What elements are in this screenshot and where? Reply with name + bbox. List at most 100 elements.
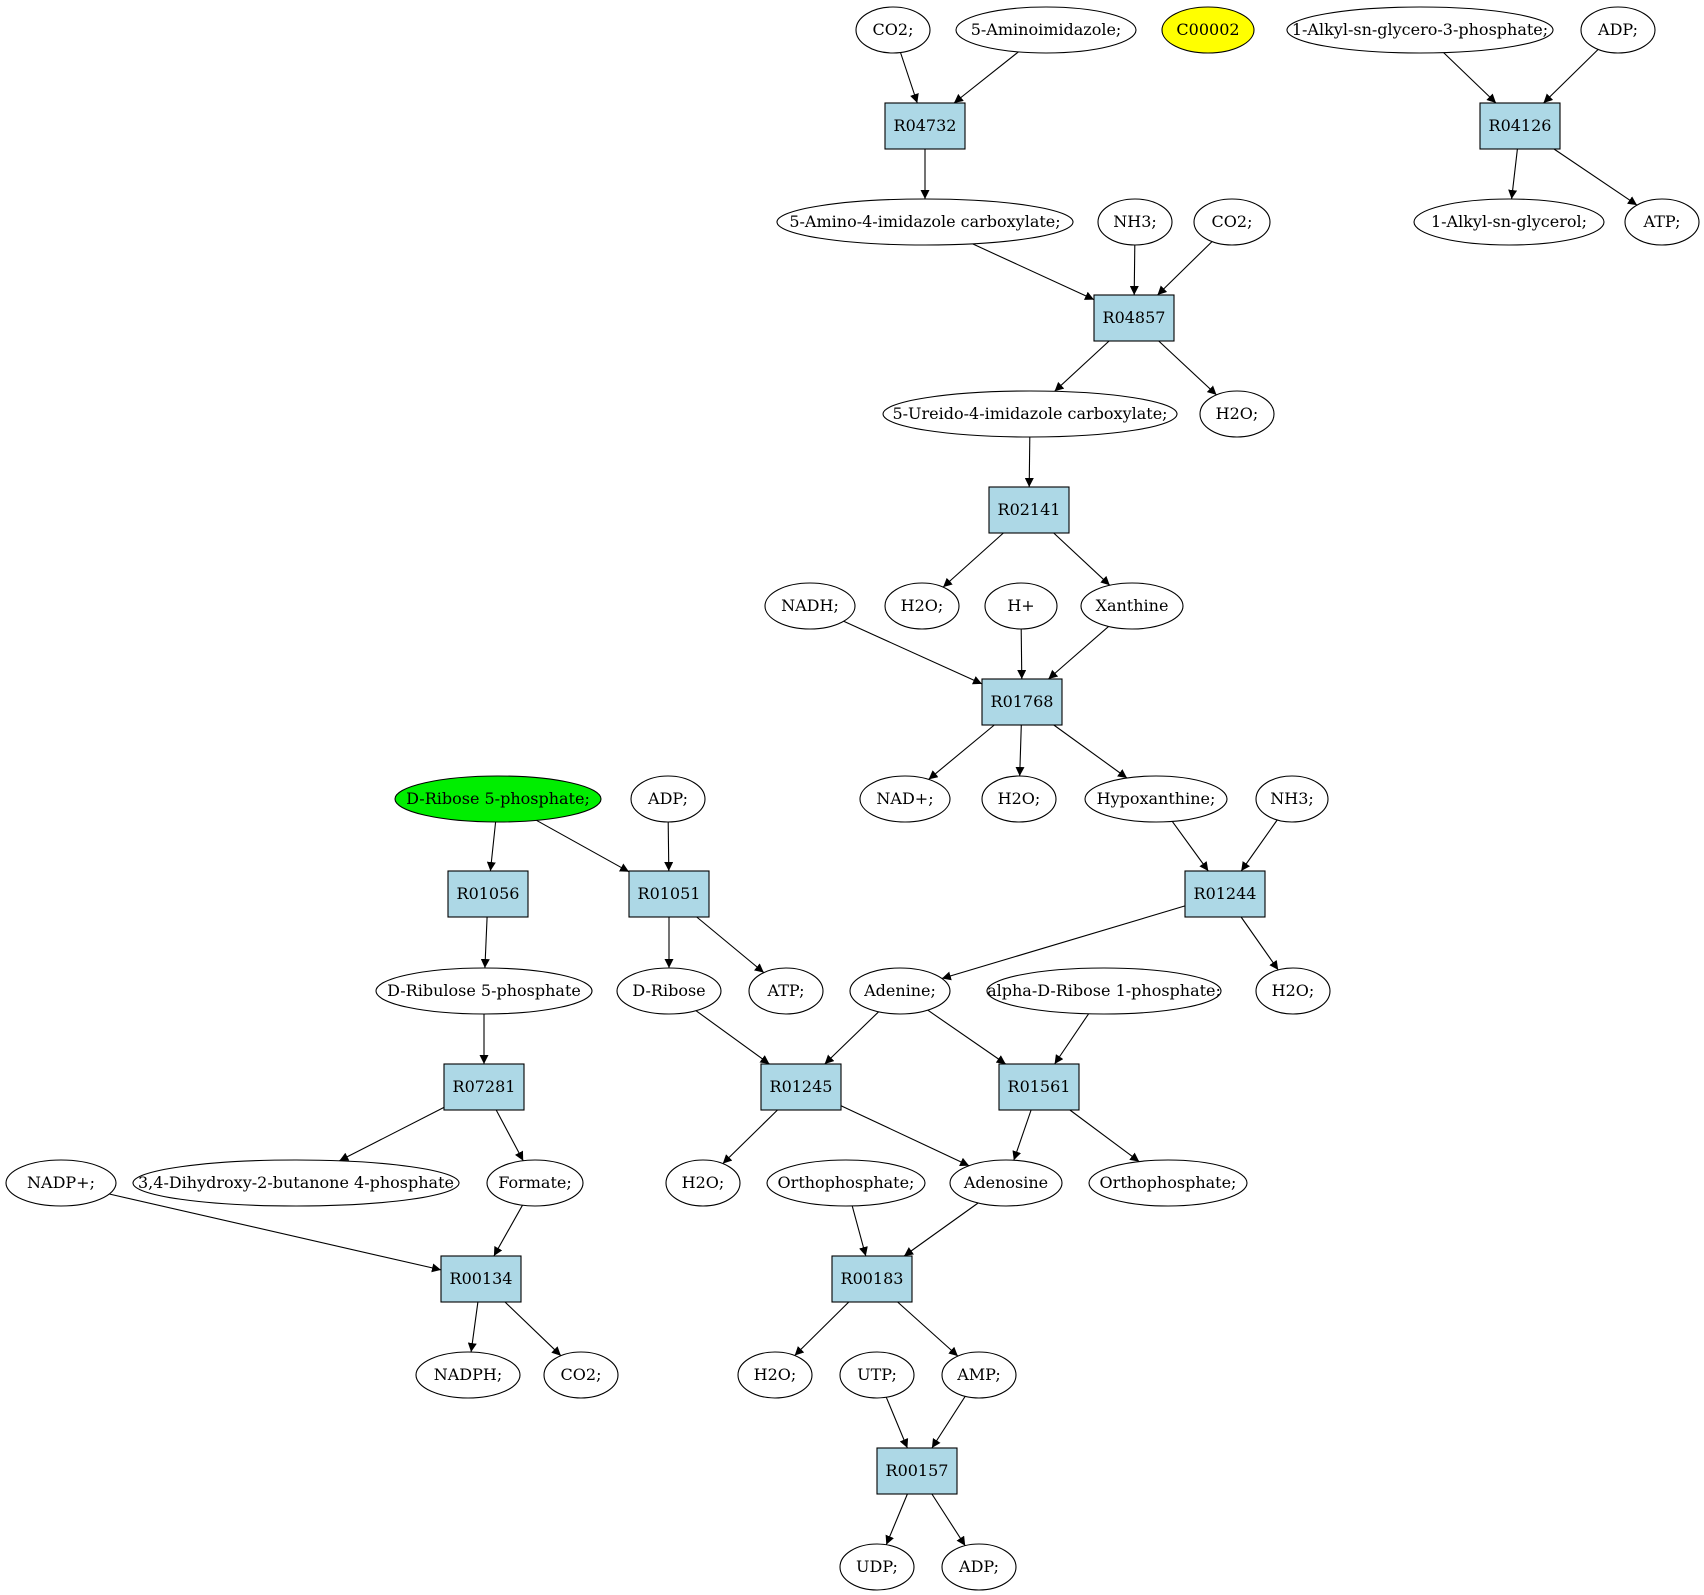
node-label: NADP+; — [27, 1173, 95, 1192]
node-label: 5-Aminoimidazole; — [971, 20, 1122, 39]
compound-node-nh3_b: NH3; — [1255, 775, 1329, 823]
compound-ellipse — [1097, 198, 1173, 246]
edge-adenine-to-R01245 — [824, 1011, 879, 1065]
node-label: NADPH; — [434, 1365, 503, 1384]
reaction-box — [876, 1447, 958, 1495]
reaction-box — [440, 1255, 522, 1303]
edge-nh3_a-to-R04857 — [1129, 244, 1139, 296]
compound-ellipse — [941, 1351, 1017, 1399]
compound-ellipse — [955, 6, 1137, 54]
compound-ellipse — [986, 967, 1222, 1015]
reaction-box — [981, 678, 1063, 726]
compound-ellipse — [5, 1159, 117, 1207]
edge-R01244-to-adenine — [941, 905, 1186, 981]
compound-ellipse — [764, 582, 856, 630]
node-label: R02141 — [998, 500, 1061, 519]
compound-node-nh3_a: NH3; — [1097, 198, 1173, 246]
node-label: R04126 — [1489, 116, 1552, 135]
node-label: NH3; — [1113, 212, 1157, 231]
reaction-node-R04857: R04857 — [1093, 294, 1175, 342]
compound-ellipse — [415, 1351, 521, 1399]
edge-co2_a-to-R04732 — [899, 52, 919, 104]
compound-ellipse — [394, 775, 602, 823]
node-label: R01768 — [991, 692, 1054, 711]
reaction-node-R00183: R00183 — [831, 1255, 913, 1303]
compound-ellipse — [1161, 6, 1255, 54]
node-label: H+ — [1007, 596, 1034, 615]
edge-adenosine-to-R00183 — [903, 1202, 979, 1257]
compound-node-aica: 5-Amino-4-imidazole carboxylate; — [776, 198, 1074, 246]
node-label: ADP; — [1597, 20, 1638, 39]
compound-node-formate: Formate; — [486, 1159, 584, 1207]
compound-node-dhbp: 3,4-Dihydroxy-2-butanone 4-phosphate — [132, 1159, 460, 1207]
edge-adp_b-to-R01051 — [664, 821, 674, 872]
compound-ellipse — [1199, 390, 1275, 438]
compound-node-h2o_f: H2O; — [737, 1351, 813, 1399]
compound-node-nadph: NADPH; — [415, 1351, 521, 1399]
edge-aminoimidazole-to-R04732 — [953, 51, 1019, 104]
reaction-box — [988, 486, 1070, 534]
node-label: R01245 — [770, 1077, 833, 1096]
reaction-box — [628, 870, 710, 918]
compound-node-hplus: H+ — [984, 582, 1058, 630]
compound-ellipse — [855, 6, 931, 54]
edge-R04857-to-h2o_a — [1158, 340, 1217, 396]
compound-node-nadh: NADH; — [764, 582, 856, 630]
compound-node-h2o_b: H2O; — [884, 582, 960, 630]
edge-adenine-to-R01561 — [927, 1009, 1007, 1065]
edge-uica-to-R02141 — [1024, 436, 1034, 488]
compound-ellipse — [1286, 6, 1554, 54]
node-label: Xanthine — [1096, 596, 1169, 615]
compound-ellipse — [132, 1159, 460, 1207]
node-label: 5-Amino-4-imidazole carboxylate; — [789, 212, 1060, 231]
compound-node-atp_a: ATP; — [1624, 198, 1700, 246]
edge-formate-to-R00134 — [493, 1204, 523, 1257]
edge-R00134-to-co2_c — [504, 1301, 562, 1357]
edge-R01244-to-h2o_d — [1240, 916, 1279, 971]
node-label: H2O; — [682, 1173, 725, 1192]
node-label: CO2; — [873, 20, 914, 39]
compound-node-co2_c: CO2; — [543, 1351, 619, 1399]
node-label: R01056 — [457, 884, 520, 903]
reaction-node-R04732: R04732 — [884, 102, 966, 150]
edge-orthophosphate_a-to-R00183 — [851, 1205, 868, 1257]
reaction-box — [760, 1063, 842, 1111]
compound-ellipse — [1255, 775, 1329, 823]
node-label: UTP; — [857, 1365, 897, 1384]
node-label: CO2; — [1212, 212, 1253, 231]
node-label: D-Ribose 5-phosphate; — [406, 789, 590, 808]
node-label: NAD+; — [876, 789, 933, 808]
edge-R04126-to-atp_a — [1553, 148, 1638, 206]
compound-ellipse — [1193, 198, 1271, 246]
compound-ellipse — [981, 775, 1057, 823]
edge-R04857-to-uica — [1054, 340, 1110, 392]
compound-ellipse — [748, 967, 824, 1015]
edge-aica-to-R04857 — [972, 243, 1095, 301]
edge-amp-to-R00157 — [931, 1396, 966, 1449]
node-label: H2O; — [998, 789, 1041, 808]
edge-nh3_b-to-R01244 — [1240, 819, 1278, 872]
compound-node-co2_a: CO2; — [855, 6, 931, 54]
reaction-node-R01245: R01245 — [760, 1063, 842, 1111]
edge-R00183-to-h2o_f — [794, 1301, 850, 1356]
edge-R01245-to-h2o_e — [722, 1109, 778, 1164]
compound-ellipse — [1580, 6, 1656, 54]
reaction-node-R01768: R01768 — [981, 678, 1063, 726]
edge-R01561-to-adenosine — [1012, 1109, 1032, 1161]
compound-ellipse — [486, 1159, 584, 1207]
node-label: R04732 — [894, 116, 957, 135]
node-label: 5-Ureido-4-imidazole carboxylate; — [892, 404, 1167, 423]
node-label: H2O; — [1272, 981, 1315, 1000]
edge-R01245-to-adenosine — [840, 1105, 970, 1167]
reaction-box — [447, 870, 529, 918]
compound-ellipse — [839, 1543, 915, 1591]
node-label: R01244 — [1194, 884, 1257, 903]
edge-R01056-to-ribulose5p — [480, 916, 490, 969]
edge-R04126-to-alkyl_glycerol — [1508, 148, 1518, 200]
reaction-node-R01051: R01051 — [628, 870, 710, 918]
node-label: R04857 — [1103, 308, 1166, 327]
edge-R01561-to-orthophosphate_b — [1069, 1109, 1140, 1163]
compound-ellipse — [941, 1543, 1017, 1591]
compound-node-xanthine: Xanthine — [1080, 582, 1184, 630]
